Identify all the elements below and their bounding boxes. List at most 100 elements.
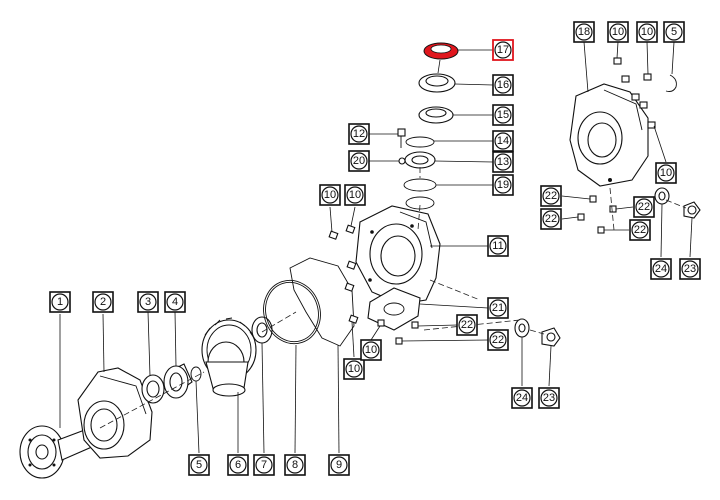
part-17-dust-seal-highlighted: [423, 42, 459, 60]
callout-22-right-a[interactable]: 22: [540, 185, 562, 207]
svg-text:10: 10: [641, 26, 653, 38]
svg-text:10: 10: [348, 363, 360, 375]
part-18-upper-housing: [569, 83, 649, 187]
leader-lines: [59, 41, 693, 454]
svg-text:14: 14: [497, 135, 509, 147]
part-6-ring-gear: [201, 317, 257, 397]
part-4-bearing: [163, 363, 193, 399]
part-3-bearing: [141, 374, 165, 404]
callout-7[interactable]: 7: [253, 454, 275, 476]
part-24-washer-right: [654, 187, 670, 205]
svg-text:9: 9: [336, 459, 342, 471]
svg-text:8: 8: [292, 459, 298, 471]
svg-text:11: 11: [492, 240, 503, 252]
callout-8[interactable]: 8: [284, 454, 306, 476]
callout-23-lower[interactable]: 23: [538, 387, 560, 409]
svg-text:4: 4: [172, 296, 178, 308]
callout-21[interactable]: 21: [487, 297, 509, 319]
callout-17-highlighted[interactable]: 17: [492, 39, 514, 61]
callout-11[interactable]: 11: [487, 235, 509, 257]
svg-text:10: 10: [349, 189, 361, 201]
callout-13[interactable]: 13: [492, 151, 514, 173]
svg-text:22: 22: [545, 190, 557, 202]
callout-19[interactable]: 19: [492, 174, 514, 196]
part-2-housing-cover: [77, 367, 153, 459]
callout-1[interactable]: 1: [49, 291, 71, 313]
callout-10-left-b[interactable]: 10: [344, 184, 366, 206]
callout-22-right-b[interactable]: 22: [540, 208, 562, 230]
callout-14[interactable]: 14: [492, 130, 514, 152]
part-12-bolt: [397, 128, 406, 148]
callout-10-lower-a[interactable]: 10: [343, 358, 365, 380]
svg-text:12: 12: [353, 128, 365, 140]
callout-2[interactable]: 2: [92, 291, 114, 313]
callout-9[interactable]: 9: [328, 454, 350, 476]
svg-text:23: 23: [684, 263, 696, 275]
part-9-gasket: [289, 257, 355, 347]
svg-text:19: 19: [497, 179, 509, 191]
callout-12[interactable]: 12: [348, 123, 370, 145]
part-19-o-ring: [403, 178, 437, 210]
part-16-bearing-race: [418, 73, 456, 93]
callout-22-right-c[interactable]: 22: [633, 196, 655, 218]
callout-22-right-d[interactable]: 22: [629, 219, 651, 241]
svg-text:1: 1: [57, 296, 63, 308]
callout-10-top-b[interactable]: 10: [636, 21, 658, 43]
svg-text:20: 20: [353, 155, 365, 167]
svg-text:22: 22: [634, 224, 646, 236]
svg-text:2: 2: [100, 296, 106, 308]
svg-text:23: 23: [543, 392, 555, 404]
part-17-axis-line: [437, 59, 441, 74]
svg-text:10: 10: [365, 344, 377, 356]
callout-24-lower[interactable]: 24: [511, 387, 533, 409]
svg-text:5: 5: [671, 26, 677, 38]
svg-text:7: 7: [261, 459, 267, 471]
part-15-seal: [418, 106, 454, 124]
part-22-bolts-right: [577, 195, 617, 234]
part-13-bearing: [404, 151, 436, 169]
part-24-washer-lower: [514, 318, 530, 338]
svg-text:10: 10: [660, 167, 672, 179]
svg-text:15: 15: [497, 109, 509, 121]
svg-text:22: 22: [461, 319, 473, 331]
svg-text:13: 13: [497, 156, 509, 168]
callout-4[interactable]: 4: [164, 291, 186, 313]
svg-text:21: 21: [492, 302, 504, 314]
callout-22-center-a[interactable]: 22: [456, 314, 478, 336]
part-14-snap-ring: [405, 136, 435, 148]
callout-5-left[interactable]: 5: [188, 454, 210, 476]
callout-15[interactable]: 15: [492, 104, 514, 126]
callout-6[interactable]: 6: [227, 454, 249, 476]
svg-text:22: 22: [492, 334, 504, 346]
svg-text:22: 22: [638, 201, 650, 213]
callout-10-top-a[interactable]: 10: [607, 21, 629, 43]
callout-20[interactable]: 20: [348, 150, 370, 172]
svg-text:24: 24: [516, 392, 528, 404]
callout-10-right[interactable]: 10: [655, 162, 677, 184]
callout-18[interactable]: 18: [573, 21, 595, 43]
svg-text:3: 3: [145, 296, 151, 308]
part-23-plug-right: [683, 201, 701, 219]
part-5-snap-ring-right: [665, 74, 677, 92]
callout-5-right[interactable]: 5: [663, 21, 685, 43]
callout-10-left[interactable]: 10: [319, 184, 341, 206]
callout-3[interactable]: 3: [137, 291, 159, 313]
callout-16[interactable]: 16: [492, 74, 514, 96]
svg-text:10: 10: [324, 189, 336, 201]
callout-22-center-b[interactable]: 22: [487, 329, 509, 351]
housing-bolts: [328, 224, 419, 345]
svg-text:10: 10: [612, 26, 624, 38]
svg-text:22: 22: [545, 213, 557, 225]
part-11-main-housing: [355, 205, 441, 305]
callout-23-right[interactable]: 23: [679, 258, 701, 280]
svg-text:5: 5: [196, 459, 202, 471]
callout-10-lower-b[interactable]: 10: [360, 339, 382, 361]
callout-24-right[interactable]: 24: [650, 258, 672, 280]
part-20-plug: [398, 157, 406, 165]
svg-text:18: 18: [578, 26, 590, 38]
part-23-plug-lower: [541, 327, 561, 347]
svg-text:6: 6: [235, 459, 241, 471]
part-8-o-ring: [263, 279, 321, 345]
part-7-bearing: [251, 316, 273, 344]
